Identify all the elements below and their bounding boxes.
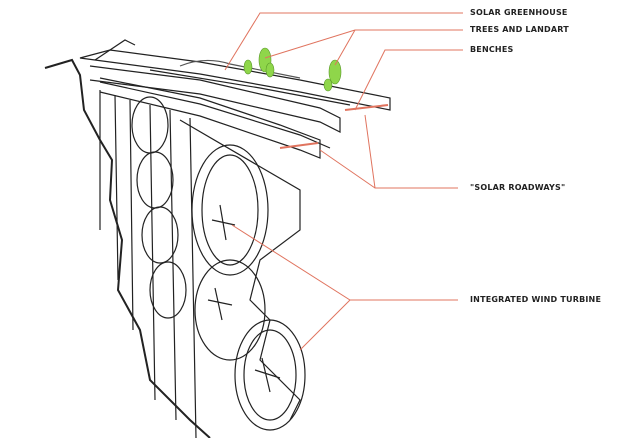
label-wind-turbine: INTEGRATED WIND TURBINE (470, 295, 602, 304)
tree (265, 62, 275, 78)
label-solar-roadways: "SOLAR ROADWAYS" (470, 183, 566, 192)
label-trees-landart: TREES AND LANDART (470, 25, 569, 34)
tree (243, 59, 253, 75)
trees (243, 47, 342, 92)
tree (323, 78, 333, 92)
leader-lines (224, 12, 463, 351)
solar-roadway-highlight (279, 104, 389, 149)
tree (328, 59, 342, 85)
label-benches: BENCHES (470, 45, 514, 54)
label-solar-greenhouse: SOLAR GREENHOUSE (470, 8, 568, 17)
structure (44, 39, 391, 438)
